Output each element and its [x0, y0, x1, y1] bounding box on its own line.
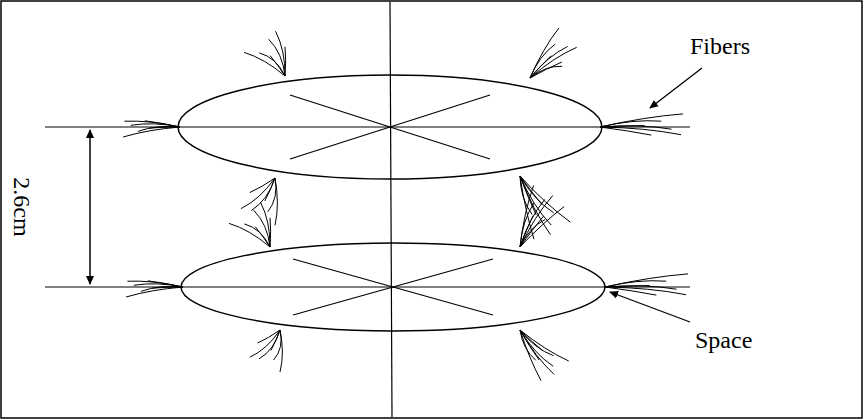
callout-label: Space [695, 328, 752, 352]
fiber [520, 176, 536, 215]
spoke [290, 95, 490, 159]
fiber [520, 330, 541, 381]
fiber [520, 176, 542, 205]
fiber [145, 121, 180, 127]
disc [181, 243, 605, 331]
fiber [520, 216, 544, 247]
fiber [605, 274, 688, 287]
fiber [520, 207, 564, 247]
fiber [244, 224, 270, 247]
fiber [229, 223, 270, 247]
fiber [520, 330, 554, 374]
fiber [261, 202, 271, 247]
disc [178, 75, 602, 179]
fiber [250, 178, 275, 193]
center-line [45, 286, 690, 287]
fiber [605, 287, 686, 295]
fiber [268, 178, 276, 212]
fiber [605, 287, 656, 295]
fiber [126, 287, 183, 297]
spoke [290, 95, 490, 159]
fiber [520, 196, 553, 248]
leader-line [650, 68, 702, 108]
fiber [530, 47, 577, 78]
fiber [152, 287, 183, 288]
fiber [123, 127, 180, 137]
fiber [244, 52, 285, 76]
spoke [293, 259, 493, 315]
fiber [124, 121, 180, 127]
center-line [45, 126, 690, 127]
callout-label: Fibers [690, 34, 750, 58]
fiber [127, 281, 183, 287]
fiber [254, 210, 270, 247]
fiber [269, 39, 285, 76]
fiber [148, 281, 183, 287]
dimension-arrow [89, 130, 91, 284]
spoke [293, 259, 493, 315]
fiber [258, 330, 281, 343]
fiber [520, 330, 536, 360]
fiber [600, 127, 681, 135]
fiber [138, 126, 180, 131]
fiber [520, 330, 553, 366]
fiber [241, 178, 275, 209]
fiber [530, 66, 562, 78]
fiber-tufts [123, 28, 688, 381]
fiber [600, 127, 651, 135]
axis-line [390, 2, 392, 417]
fiber [250, 330, 280, 357]
fiber [530, 62, 562, 78]
fiber [141, 286, 183, 291]
leader-line [610, 292, 690, 322]
fiber [259, 53, 285, 76]
fiber [285, 47, 287, 76]
fiber [270, 218, 272, 247]
fiber [276, 31, 286, 76]
fiber [600, 114, 683, 127]
dimension-label: 2.6cm [10, 177, 34, 236]
fiber [149, 127, 180, 128]
fiber [520, 330, 569, 361]
